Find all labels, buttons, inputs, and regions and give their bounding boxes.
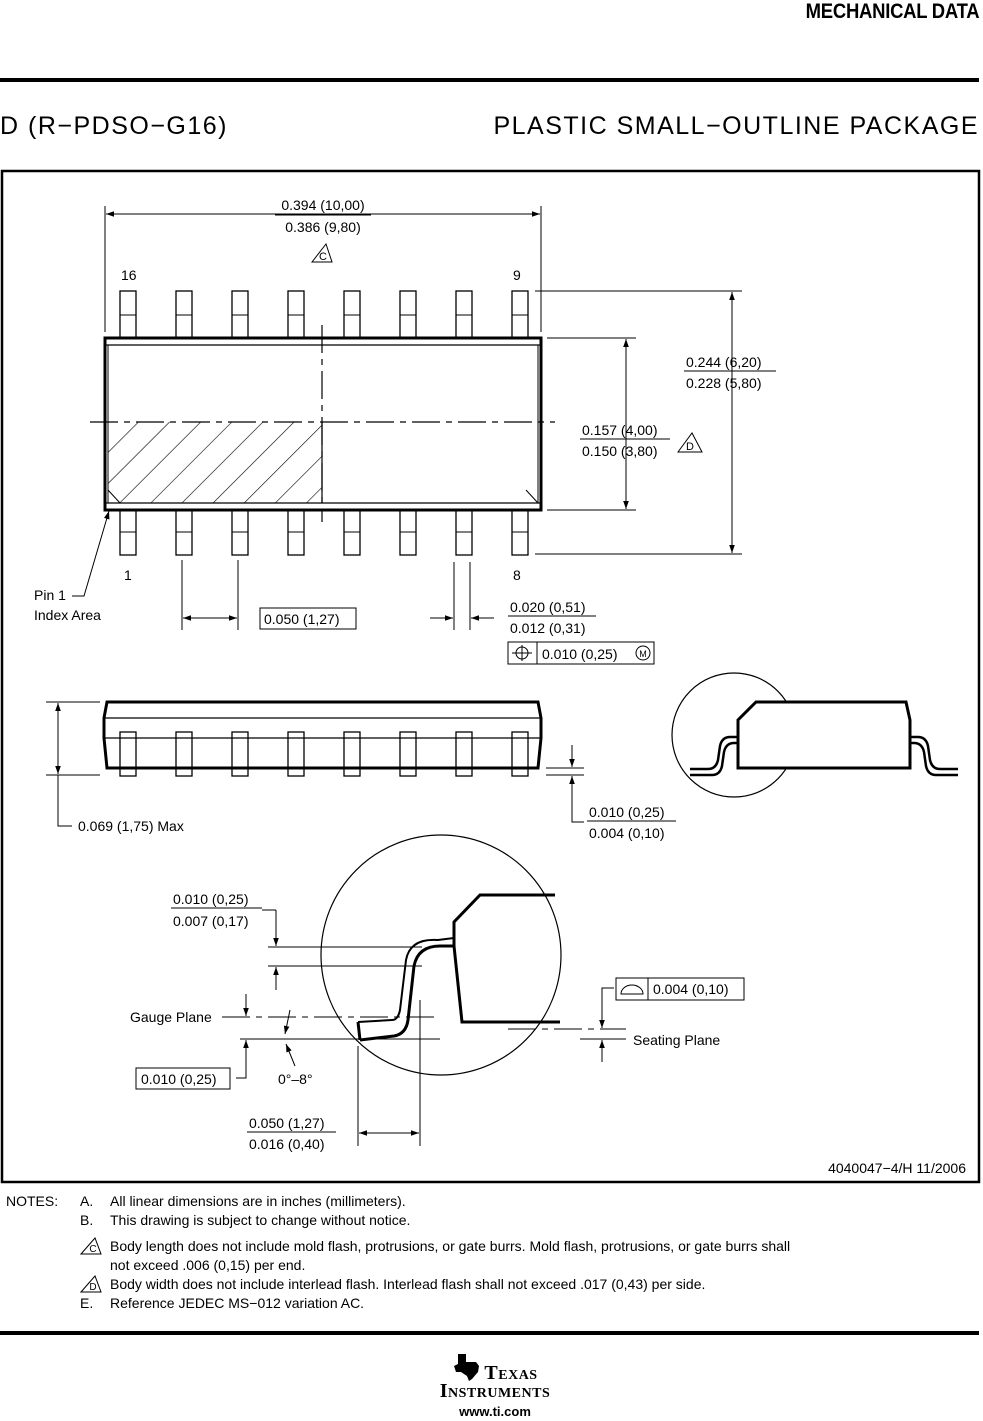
position-tolerance-frame: 0.010 (0,25) M: [507, 641, 655, 665]
pin-1-label: 1: [124, 567, 132, 583]
side-lead: [511, 731, 529, 777]
svg-text:M: M: [639, 649, 647, 659]
note-letter: B.: [80, 1212, 94, 1228]
foot-min-label: 0.016 (0,40): [249, 1136, 325, 1152]
note-letter: E.: [80, 1295, 94, 1311]
header-rule: [0, 78, 979, 82]
width-max-label: 0.244 (6,20): [686, 354, 762, 370]
length-max-label: 0.394 (10,00): [281, 197, 364, 213]
note-text: Body length does not include mold flash,…: [110, 1238, 791, 1254]
side-lead: [287, 731, 305, 777]
pin-8-label: 8: [513, 567, 521, 583]
note-text: Reference JEDEC MS−012 variation AC.: [110, 1295, 365, 1311]
footer-rule: [0, 1331, 979, 1335]
height-max-label: 0.069 (1,75) Max: [78, 818, 184, 834]
lead-thickness-max-label: 0.010 (0,25): [173, 891, 249, 907]
side-lead: [399, 731, 417, 777]
note-c-marker: C: [79, 1237, 102, 1260]
seating-plane-label: Seating Plane: [633, 1032, 720, 1048]
gauge-plane-label: Gauge Plane: [130, 1009, 212, 1025]
coplanarity-label: 0.004 (0,10): [653, 981, 729, 997]
standoff-max-label: 0.010 (0,25): [589, 804, 665, 820]
top-view: 0.394 (10,00) 0.386 (9,80) C 16 9 1 8 0.…: [34, 197, 776, 665]
notes-label: NOTES:: [6, 1193, 59, 1209]
foot-max-label: 0.050 (1,27): [249, 1115, 325, 1131]
svg-text:D: D: [686, 441, 694, 453]
pin1-index-hatch: [108, 422, 322, 503]
note-d-triangle: D: [677, 432, 703, 453]
side-lead: [231, 731, 249, 777]
note-c-triangle: C: [310, 242, 333, 263]
side-lead: [175, 731, 193, 777]
note-letter: A.: [80, 1193, 94, 1209]
body-max-label: 0.157 (4,00): [582, 422, 658, 438]
section-title: MECHANICAL DATA: [805, 0, 979, 23]
svg-text:C: C: [89, 1244, 96, 1255]
svg-text:D: D: [89, 1282, 96, 1293]
package-name: PLASTIC SMALL−OUTLINE PACKAGE: [493, 112, 979, 140]
drawing-frame: [0, 169, 981, 1184]
note-text: This drawing is subject to change withou…: [110, 1212, 411, 1228]
standoff-min-label: 0.004 (0,10): [589, 825, 665, 841]
pin-16-label: 16: [121, 267, 137, 283]
website-url[interactable]: www.ti.com: [459, 1404, 531, 1419]
side-lead: [343, 731, 361, 777]
pin-9-label: 9: [513, 267, 521, 283]
note-d-marker: D: [79, 1275, 102, 1298]
lead-width-max-label: 0.020 (0,51): [510, 599, 586, 615]
pin1-label-line1: Pin 1: [34, 587, 66, 603]
side-view: 0.069 (1,75) Max 0.010 (0,25) 0.004 (0,1…: [46, 700, 676, 841]
lead-thickness-min-label: 0.007 (0,17): [173, 913, 249, 929]
svg-text:C: C: [319, 251, 327, 263]
width-min-label: 0.228 (5,80): [686, 375, 762, 391]
end-view: [671, 672, 958, 798]
gauge-dim-label: 0.010 (0,25): [141, 1071, 217, 1087]
detail-view: 0.010 (0,25) 0.007 (0,17) Gauge Plane 0.…: [130, 834, 745, 1152]
lead-width-min-label: 0.012 (0,31): [510, 620, 586, 636]
brand-line2: Instruments: [439, 1380, 551, 1402]
angle-label: 0°–8°: [278, 1071, 313, 1087]
position-tolerance-label: 0.010 (0,25): [542, 646, 618, 662]
pitch-label: 0.050 (1,27): [264, 611, 340, 627]
side-lead: [119, 731, 137, 777]
body-min-label: 0.150 (3,80): [582, 443, 658, 459]
texas-state-icon: [454, 1354, 480, 1381]
side-lead: [455, 731, 473, 777]
coplanarity-frame: 0.004 (0,10): [615, 977, 745, 1001]
pin1-label-line2: Index Area: [34, 607, 101, 623]
package-code: D (R−PDSO−G16): [0, 112, 229, 140]
note-text: All linear dimensions are in inches (mil…: [110, 1193, 406, 1209]
length-min-label: 0.386 (9,80): [285, 219, 361, 235]
ti-logo: Texas Instruments www.ti.com: [420, 1352, 570, 1419]
brand-line1: Texas: [484, 1362, 538, 1384]
note-text: Body width does not include interlead fl…: [110, 1276, 706, 1292]
drawing-id: 4040047−4/H 11/2006: [828, 1160, 966, 1176]
note-text: not exceed .006 (0,15) per end.: [110, 1257, 306, 1273]
